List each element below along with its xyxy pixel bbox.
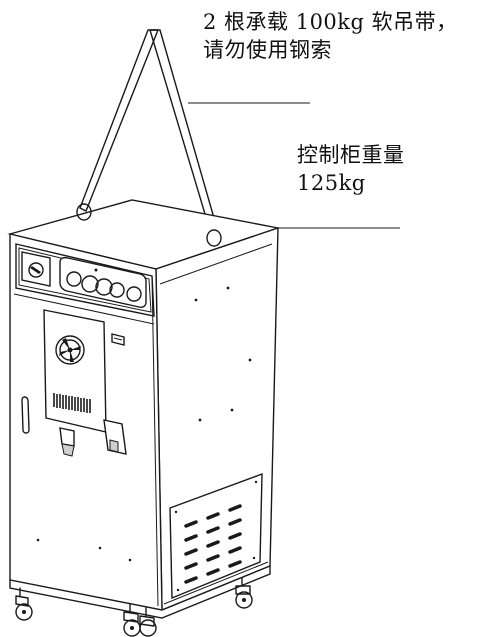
- cabinet-base: [9, 564, 271, 619]
- weight-callout-line-2: 125kg: [297, 171, 366, 196]
- door-seam: [13, 293, 155, 325]
- vent-grille-icon: [169, 472, 263, 600]
- straps-callout: 2 根承载 100kg 软吊带， 请勿使用钢索: [203, 8, 458, 65]
- front-screws: [36, 538, 132, 562]
- weight-callout-line-1: 控制柜重量: [297, 143, 405, 167]
- fan-panel: [43, 309, 107, 433]
- main-switch: [21, 251, 51, 287]
- right-strap: [149, 29, 219, 235]
- side-edge-line: [159, 243, 273, 285]
- cable-gland-icon: [111, 333, 125, 346]
- lifting-eye-icon: [206, 229, 222, 247]
- side-screws: [194, 286, 252, 422]
- side-base-line: [163, 561, 269, 605]
- filter-grille-icon: [53, 393, 91, 413]
- weight-callout: 控制柜重量 125kg: [297, 141, 405, 198]
- straps-callout-line-1: 2 根承载 100kg 软吊带，: [203, 10, 458, 34]
- caster-wheel-icon: [123, 603, 157, 637]
- front-right-edge: [151, 275, 159, 607]
- left-strap: [79, 29, 159, 212]
- fan-icon: [55, 335, 85, 365]
- connector-plate: [59, 256, 147, 308]
- straps-callout-line-2: 请勿使用钢索: [203, 38, 332, 63]
- caster-wheel-icon: [15, 587, 33, 621]
- lifting-eye-icon: [76, 203, 92, 221]
- lifting-eyes: [76, 203, 222, 247]
- lifting-straps: [79, 29, 310, 235]
- door-handle-icon: [21, 396, 30, 434]
- caster-wheel-icon: [235, 577, 253, 609]
- front-connectors: [59, 419, 127, 457]
